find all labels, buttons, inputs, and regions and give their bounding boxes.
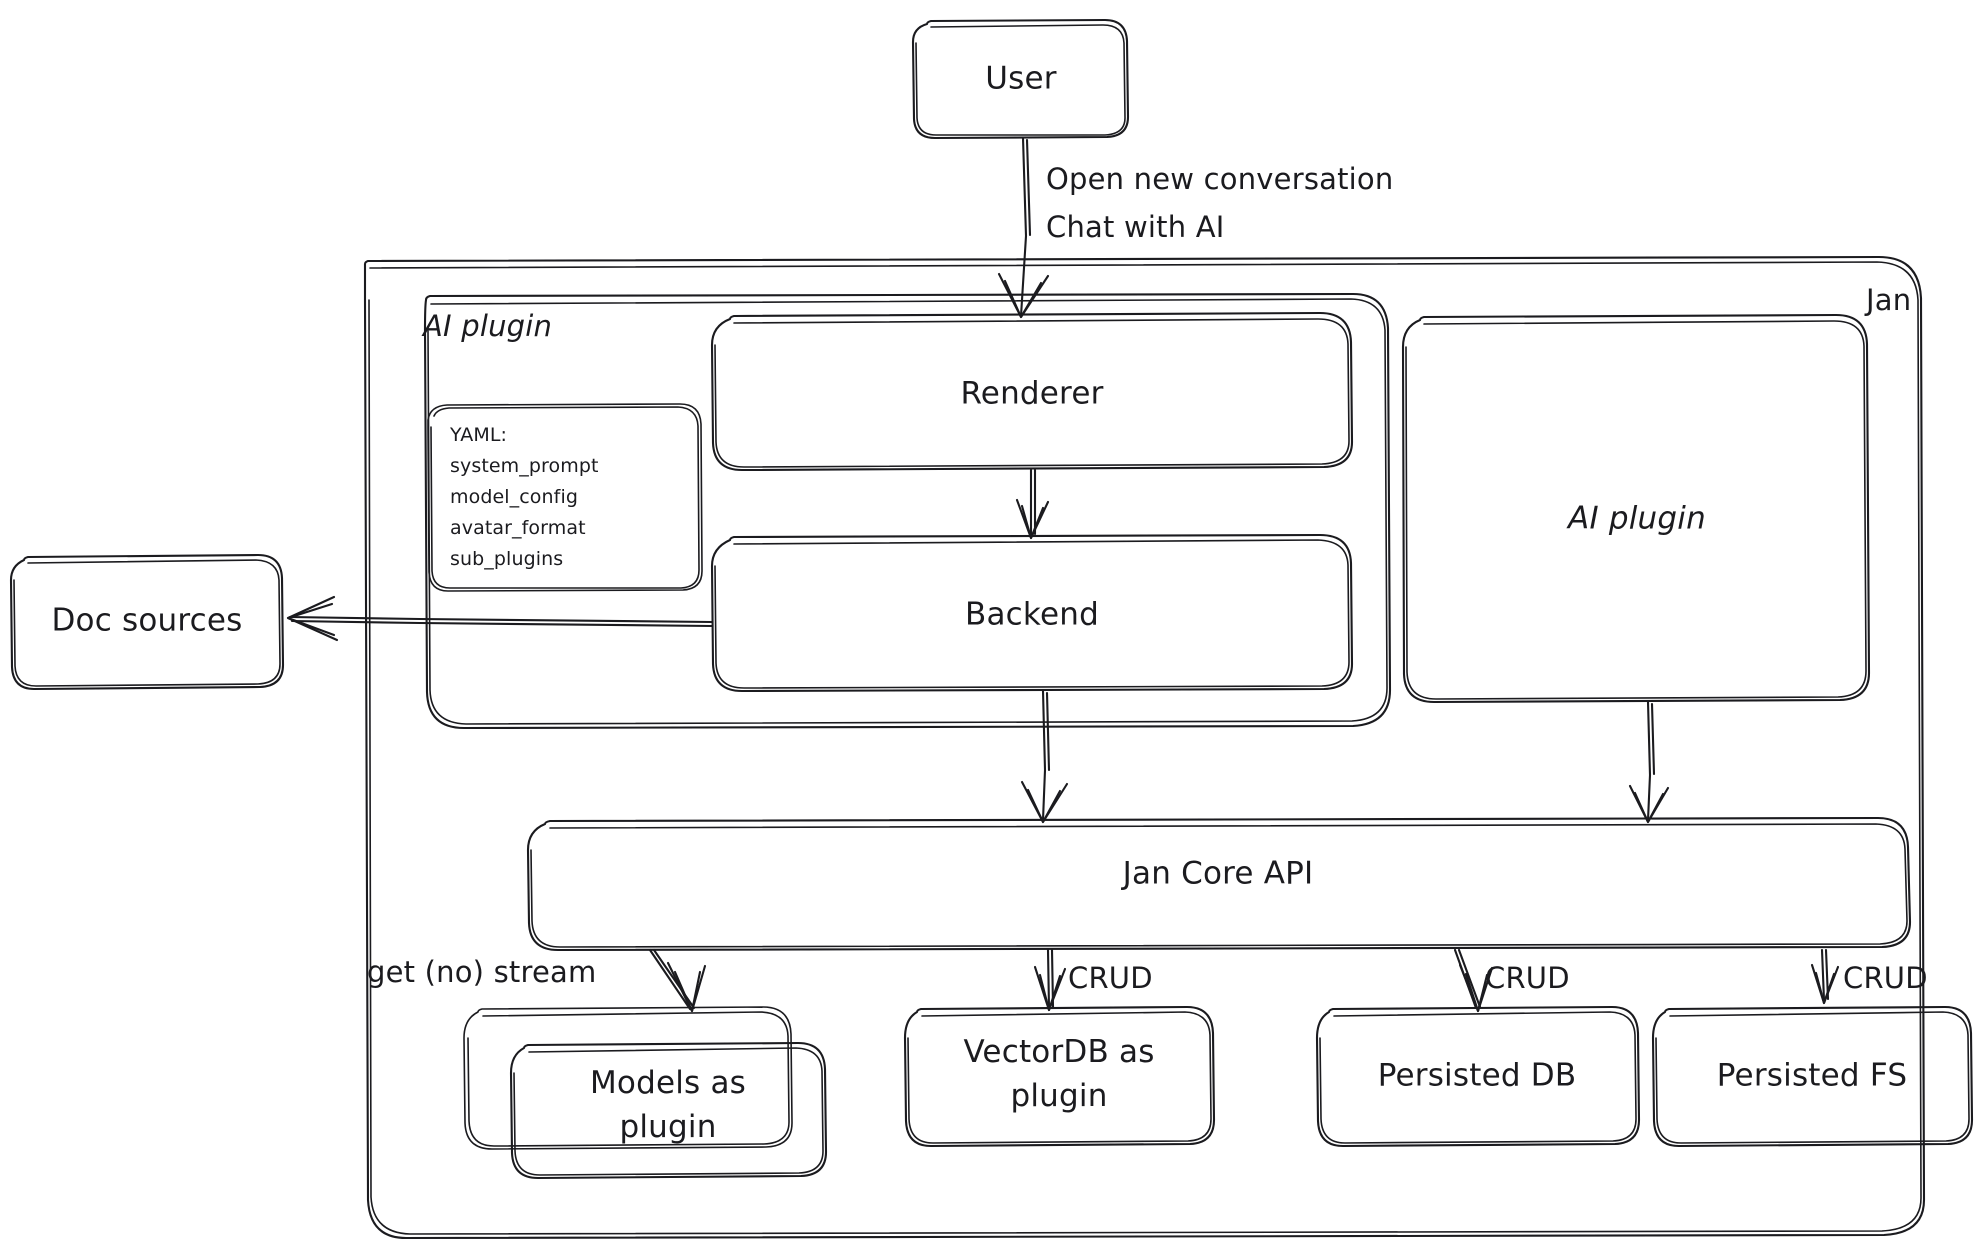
jan-core-api-box-shape [526,816,1912,952]
edge-core-to-persisted-db [1453,948,1494,1013]
persisted-fs-label: Persisted FS [1716,1057,1908,1094]
models-plugin-front-card-shape [509,1041,828,1180]
edge-renderer-to-backend [1015,468,1050,540]
edge-core-to-vectordb [1033,948,1067,1012]
edge-core-to-persisted-fs [1810,948,1840,1005]
models-plugin-label-line2: plugin [619,1108,717,1145]
edge-ai-plugin-to-core [1628,700,1670,824]
user-box-shape [911,18,1130,140]
models-plugin-label-line1: Models as [589,1064,747,1101]
persisted-fs-box-shape [1651,1005,1974,1148]
ai-plugin-box-shape [1401,313,1871,704]
yaml-note-line-4: sub_plugins [450,548,564,570]
vectordb-plugin-label-line1: VectorDB as [963,1033,1155,1070]
edge-label-crud-vectordb: CRUD [1068,961,1153,995]
edge-core-to-models [648,948,707,1013]
edge-label-get-no-stream: get (no) stream [367,955,597,989]
jan-container-label: Jan [1866,283,1912,317]
yaml-note-line-1: system_prompt [450,455,599,477]
edge-label-chat-with-ai: Chat with AI [1046,210,1225,244]
yaml-note-line-0: YAML: [450,424,508,446]
backend-label: Backend [965,596,1099,633]
vectordb-plugin-label-line2: plugin [1010,1077,1108,1114]
edge-backend-to-core [1020,689,1069,824]
yaml-note-line-3: avatar_format [450,517,586,539]
doc-sources-label: Doc sources [51,602,243,639]
renderer-box-shape [710,311,1354,472]
ai-plugin-box-label: AI plugin [1568,500,1706,537]
ai-plugin-group-label: AI plugin [423,309,553,343]
edge-user-to-renderer [997,136,1050,319]
yaml-note-shape [427,403,703,592]
edge-label-crud-persisted-fs: CRUD [1843,961,1928,995]
edge-label-open-new-conversation: Open new conversation [1046,162,1394,196]
vectordb-box-shape [903,1005,1216,1148]
user-label: User [985,60,1057,97]
edge-backend-to-doc-sources [286,595,714,642]
jan-core-api-label: Jan Core API [1122,855,1314,892]
edge-label-crud-persisted-db: CRUD [1485,961,1570,995]
persisted-db-label: Persisted DB [1377,1057,1577,1094]
ai-plugin-group-shape [423,292,1392,730]
jan-container-shape [363,255,1926,1240]
backend-box-shape [710,533,1354,693]
doc-sources-box-shape [9,553,285,691]
models-plugin-back-card-shape [463,1006,793,1150]
persisted-db-box-shape [1315,1005,1641,1148]
renderer-label: Renderer [960,375,1104,412]
yaml-note-line-2: model_config [450,486,579,508]
